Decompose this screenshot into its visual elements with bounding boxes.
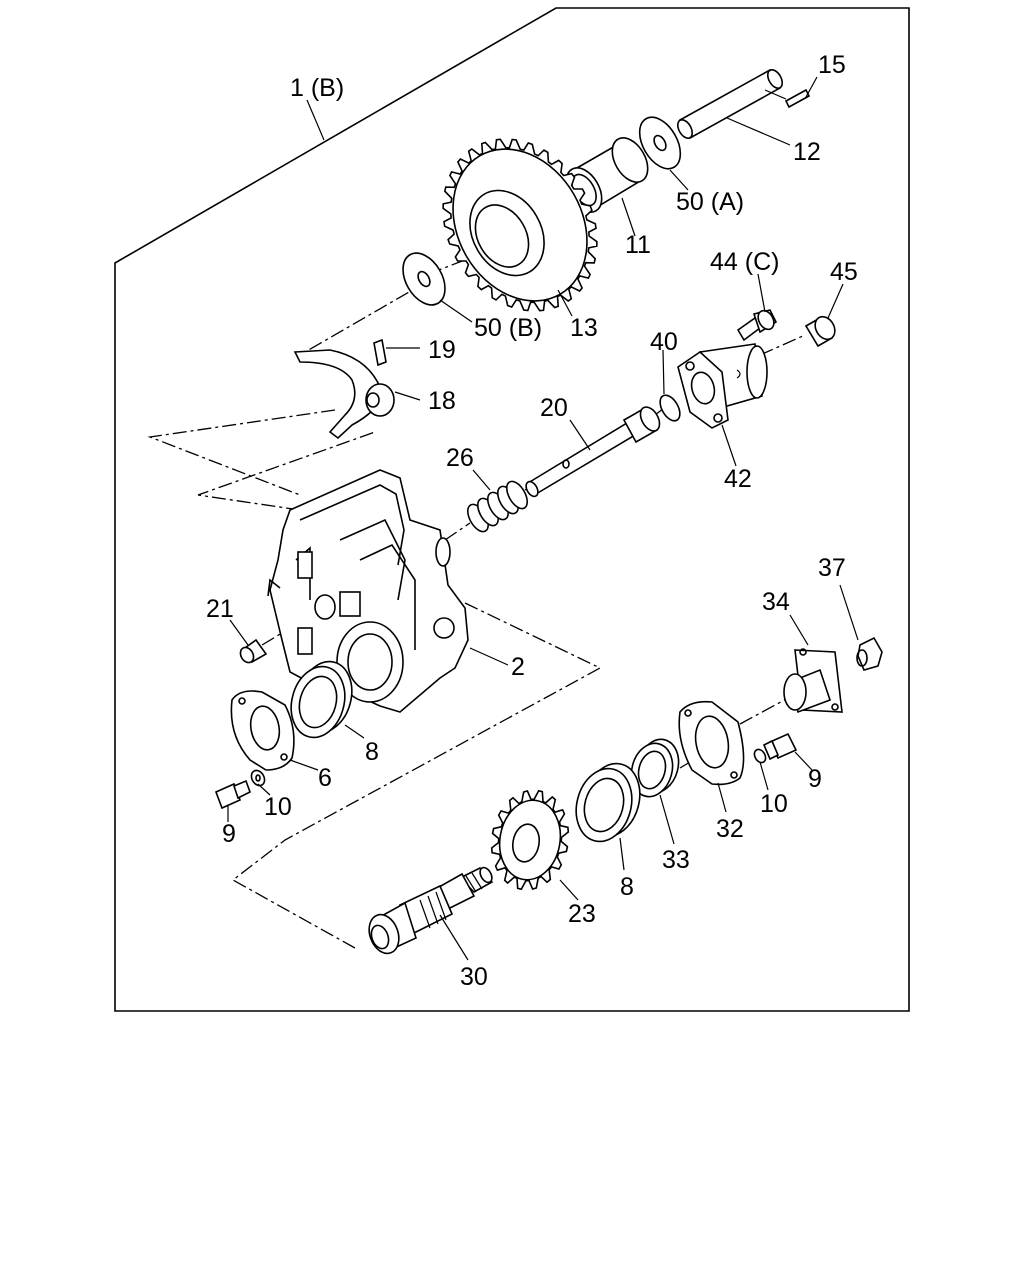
shaft-12: [676, 68, 784, 140]
oil-seal-33: [630, 738, 680, 798]
pin-19: [373, 338, 420, 367]
o-ring-40: [659, 394, 681, 422]
washer-10-right: [753, 748, 767, 764]
nut-37: [856, 636, 883, 671]
label-32: 32: [716, 815, 744, 843]
washer-10-left: [250, 769, 266, 787]
gasket-32: [678, 700, 745, 786]
callout-labels: 1 (B) 15 12 50 (A) 11 44 (C) 45 50 (B) 1…: [206, 51, 858, 991]
label-15: 15: [818, 51, 846, 79]
label-assembly: 1 (B): [290, 74, 344, 102]
shaft-30: [368, 866, 494, 955]
label-33: 33: [662, 846, 690, 874]
label-45: 45: [830, 258, 858, 286]
label-13: 13: [570, 314, 598, 342]
label-9-left: 9: [222, 820, 236, 848]
cover-42: [677, 343, 768, 429]
gear-13: [442, 138, 598, 312]
cover-34: [783, 648, 843, 714]
bolt-9-left: [214, 779, 251, 810]
label-21: 21: [206, 595, 234, 623]
label-23: 23: [568, 900, 596, 928]
label-44c: 44 (C): [710, 248, 779, 276]
bolt-44c: [736, 309, 778, 342]
spring-26: [466, 480, 529, 533]
label-26: 26: [446, 444, 474, 472]
plug-45: [804, 315, 836, 348]
label-12: 12: [793, 138, 821, 166]
label-6: 6: [318, 764, 332, 792]
case-2: [267, 469, 469, 713]
shift-fork-18: [293, 349, 421, 440]
label-9-right: 9: [808, 765, 822, 793]
label-8-lower: 8: [620, 873, 634, 901]
leader-lines: [227, 76, 859, 961]
label-18: 18: [428, 387, 456, 415]
label-20: 20: [540, 394, 568, 422]
label-10-left: 10: [264, 793, 292, 821]
bolt-9-right: [762, 732, 798, 761]
label-30: 30: [460, 963, 488, 991]
label-19: 19: [428, 336, 456, 364]
washer-50a: [638, 116, 682, 170]
label-37: 37: [818, 554, 846, 582]
label-2: 2: [511, 653, 525, 681]
label-8-upper: 8: [365, 738, 379, 766]
gasket-6: [230, 690, 295, 771]
rod-20: [525, 406, 661, 498]
plug-21: [239, 638, 268, 664]
label-50b: 50 (B): [474, 314, 542, 342]
label-42: 42: [724, 465, 752, 493]
assembly-frame: [114, 7, 910, 1012]
cotter-pin-15: [764, 88, 811, 109]
bearing-8-upper: [290, 660, 353, 739]
label-10-right: 10: [760, 790, 788, 818]
bearing-8-lower: [575, 762, 641, 843]
washer-50b: [402, 252, 446, 306]
gear-23: [490, 789, 570, 891]
label-34: 34: [762, 588, 790, 616]
label-11: 11: [625, 231, 651, 259]
label-50a: 50 (A): [676, 188, 744, 216]
label-40: 40: [650, 328, 678, 356]
